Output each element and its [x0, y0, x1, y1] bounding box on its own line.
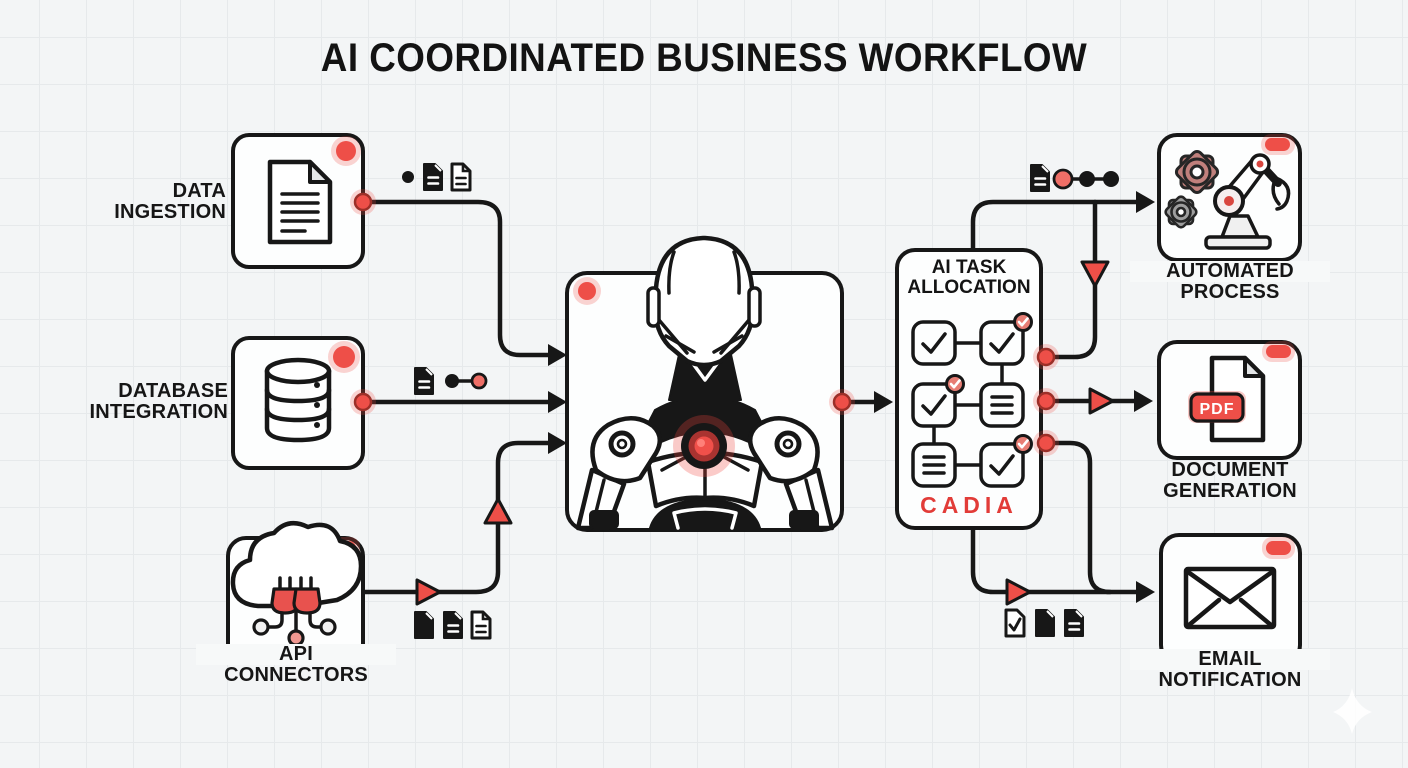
port-dot-icon [1036, 391, 1056, 411]
pdf-file-icon: PDF [1188, 355, 1266, 443]
document-icon [267, 159, 333, 245]
check-icon [989, 454, 1015, 476]
node-automated-process [1157, 133, 1302, 262]
check-icon [921, 394, 947, 416]
process-flow-commit-icon [1029, 163, 1119, 193]
port-dot-icon [1036, 347, 1056, 367]
label-data-ingestion: DATA INGESTION [114, 180, 226, 224]
connector-api-to-ai-core [360, 432, 567, 606]
status-dot-icon [333, 346, 355, 368]
page-title: AI COORDINATED BUSINESS WORKFLOW [320, 36, 1088, 80]
done-badge-icon [1013, 312, 1033, 332]
node-ai-task-allocation [895, 248, 1059, 530]
data-flow-files-icon [402, 162, 472, 192]
check-icon [921, 332, 947, 354]
node-document-generation: PDF [1157, 340, 1302, 460]
port-dot-icon [353, 192, 373, 212]
flow-arrow-down-icon [1080, 260, 1110, 288]
label-ai-task-allocation: AI TASK ALLOCATION [907, 257, 1031, 298]
port-dot-icon [1036, 433, 1056, 453]
database-flow-files-icon [413, 366, 488, 396]
flow-arrow-up-icon [483, 497, 513, 525]
flow-arrow-right-icon [1088, 387, 1115, 415]
connector-task-allocation-to-email-notification [970, 440, 1155, 606]
flow-arrow-right-icon [415, 578, 442, 606]
database-icon [264, 357, 332, 443]
label-automated-process: AUTOMATED PROCESS [1130, 260, 1330, 303]
email-flow-files-icon [1004, 608, 1085, 638]
robotic-arm-gears-icon [1164, 149, 1291, 250]
check-icon [989, 332, 1015, 354]
label-database-integration: DATABASE INTEGRATION [89, 380, 228, 424]
done-badge-icon [945, 374, 965, 394]
connector-data-ingestion-to-ai-core [360, 199, 567, 366]
flow-arrow-right-icon [1005, 578, 1032, 606]
label-document-generation: DOCUMENT GENERATION [1163, 459, 1297, 503]
list-icon [990, 395, 1014, 415]
connector-database-to-ai-core [360, 391, 567, 413]
node-email-notification [1159, 533, 1302, 665]
pdf-badge-label: PDF [1200, 401, 1235, 418]
node-database-integration [231, 336, 376, 470]
list-icon [922, 455, 946, 475]
status-pill-icon [1265, 138, 1290, 151]
node-api-connectors [226, 520, 365, 664]
label-cadia: CADIA [920, 492, 1018, 518]
port-dot-icon [353, 392, 373, 412]
status-dot-icon [578, 282, 596, 300]
port-dot-icon [832, 392, 852, 412]
task-checklist-grid-icon [911, 312, 1033, 488]
envelope-icon [1183, 566, 1277, 630]
robot-icon [575, 235, 835, 531]
node-data-ingestion [231, 133, 376, 269]
label-api-connectors: API CONNECTORS [196, 643, 396, 686]
label-email-notification: EMAIL NOTIFICATION [1130, 648, 1330, 691]
connector-task-allocation-to-document-generation [1043, 387, 1153, 415]
connector-task-allocation-to-automated-process [970, 191, 1155, 360]
node-ai-core [565, 235, 855, 532]
done-badge-icon [1013, 434, 1033, 454]
api-flow-files-icon [414, 610, 492, 640]
cloud-plug-icon [230, 520, 364, 647]
sparkle-icon [1333, 688, 1372, 734]
status-pill-icon [1266, 541, 1291, 555]
status-dot-icon [336, 141, 356, 161]
status-pill-icon [1266, 345, 1291, 358]
